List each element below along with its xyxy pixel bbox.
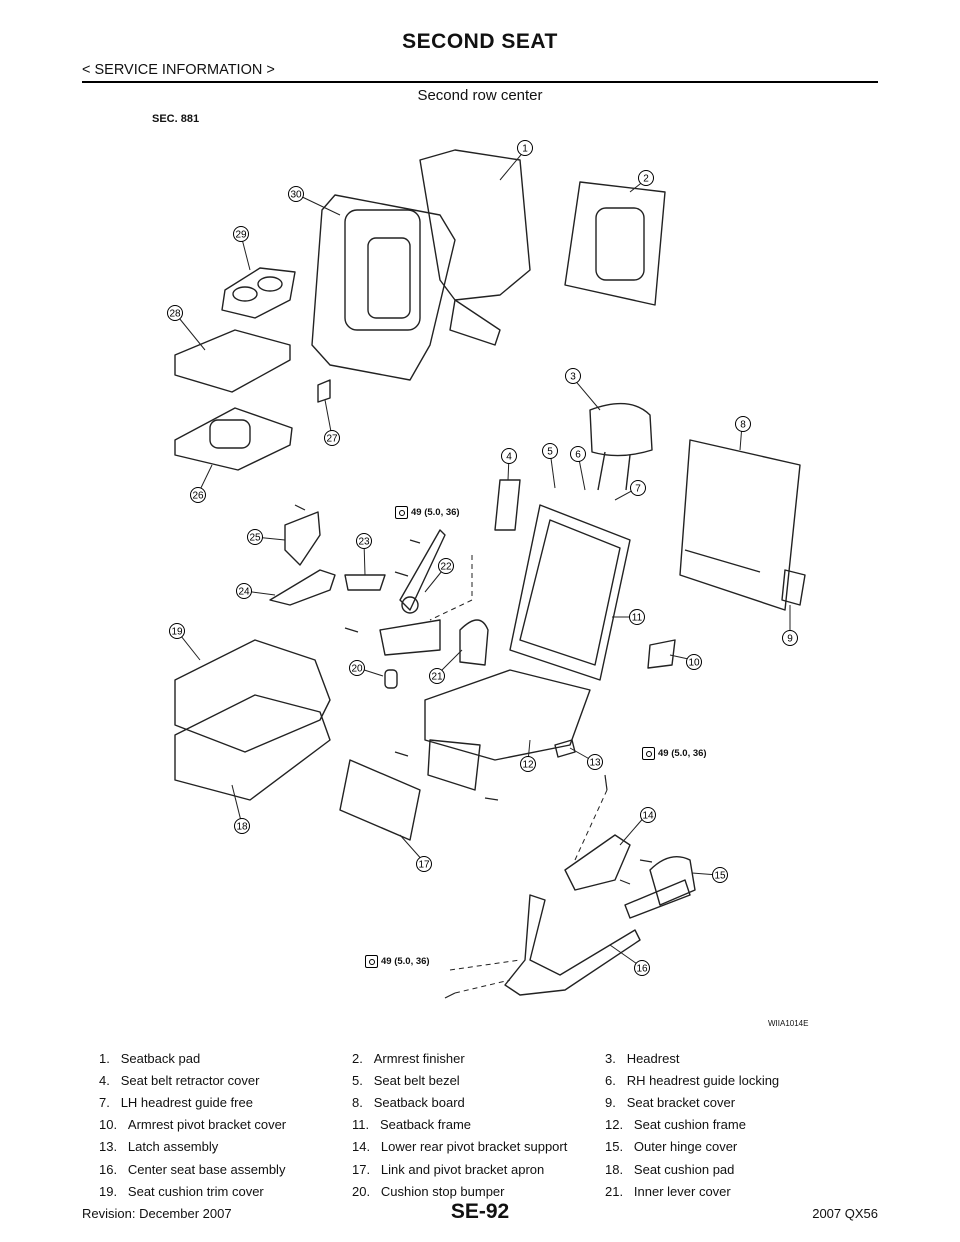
seat-cushion-frame-shape bbox=[424, 669, 591, 761]
legend-item: 18. Seat cushion pad bbox=[605, 1161, 735, 1177]
cup-holder-shape bbox=[221, 267, 296, 319]
headrest-shape bbox=[589, 402, 653, 457]
section-code: SEC. 881 bbox=[152, 113, 200, 125]
footer-revision: Revision: December 2007 bbox=[82, 1206, 232, 1221]
svg-text:25: 25 bbox=[249, 533, 261, 544]
exploded-view-diagram: 1 2 3 4 5 6 7 8 9 10 11 12 13 14 15 16 1… bbox=[167, 140, 806, 999]
svg-text:17: 17 bbox=[418, 860, 430, 871]
svg-text:3: 3 bbox=[570, 372, 576, 383]
section-title: Second row center bbox=[417, 87, 543, 104]
legend-item: 9. Seat bracket cover bbox=[605, 1094, 736, 1110]
legend-item: 11. Seatback frame bbox=[352, 1117, 471, 1133]
svg-text:1: 1 bbox=[522, 144, 528, 155]
svg-text:5: 5 bbox=[547, 447, 553, 458]
legend-item: 5. Seat belt bezel bbox=[352, 1072, 460, 1088]
svg-text:16: 16 bbox=[636, 964, 648, 975]
legend-item: 15. Outer hinge cover bbox=[605, 1139, 738, 1155]
figure-code: WIIA1014E bbox=[768, 1019, 809, 1028]
svg-text:7: 7 bbox=[635, 484, 641, 495]
svg-text:15: 15 bbox=[714, 871, 726, 882]
legend-item: 21. Inner lever cover bbox=[605, 1183, 731, 1199]
legend-row: 10. Armrest pivot bracket cover 11. Seat… bbox=[99, 1114, 859, 1136]
svg-text:23: 23 bbox=[358, 537, 370, 548]
legend-item: 7. LH headrest guide free bbox=[99, 1094, 253, 1110]
legend-row: 4. Seat belt retractor cover 5. Seat bel… bbox=[99, 1069, 859, 1091]
legend-item: 20. Cushion stop bumper bbox=[352, 1183, 505, 1199]
legend-item: 1. Seatback pad bbox=[99, 1050, 201, 1066]
header-divider bbox=[82, 81, 878, 83]
legend-item: 8. Seatback board bbox=[352, 1094, 465, 1110]
legend-row: 7. LH headrest guide free 8. Seatback bo… bbox=[99, 1091, 859, 1113]
svg-text:21: 21 bbox=[431, 672, 443, 683]
callout-markers: 1 2 3 4 5 6 7 8 9 10 11 12 13 14 15 16 1… bbox=[167, 140, 798, 976]
torque-spec-3: 49 (5.0, 36) bbox=[365, 955, 430, 968]
svg-text:13: 13 bbox=[589, 758, 601, 769]
legend-row: 13. Latch assembly 14. Lower rear pivot … bbox=[99, 1136, 859, 1158]
legend-item: 4. Seat belt retractor cover bbox=[99, 1072, 260, 1088]
svg-text:22: 22 bbox=[440, 562, 452, 573]
legend-item: 12. Seat cushion frame bbox=[605, 1117, 746, 1133]
svg-text:18: 18 bbox=[236, 822, 248, 833]
svg-text:28: 28 bbox=[169, 309, 181, 320]
legend-item: 14. Lower rear pivot bracket support bbox=[352, 1139, 568, 1155]
svg-text:8: 8 bbox=[740, 420, 746, 431]
legend-item: 16. Center seat base assembly bbox=[99, 1161, 286, 1177]
svg-text:2: 2 bbox=[643, 174, 649, 185]
legend-row: 16. Center seat base assembly 17. Link a… bbox=[99, 1158, 859, 1180]
parts-legend: 1. Seatback pad 2. Armrest finisher 3. H… bbox=[99, 1047, 859, 1202]
svg-text:4: 4 bbox=[506, 452, 512, 463]
svg-text:10: 10 bbox=[688, 658, 700, 669]
breadcrumb: < SERVICE INFORMATION > bbox=[82, 62, 275, 78]
page-number: SE-92 bbox=[450, 1200, 510, 1223]
torque-spec-1: 49 (5.0, 36) bbox=[395, 506, 460, 519]
svg-text:6: 6 bbox=[575, 450, 581, 461]
seat-cushion-pad-shape bbox=[174, 694, 331, 801]
svg-text:29: 29 bbox=[235, 230, 247, 241]
svg-text:9: 9 bbox=[787, 634, 793, 645]
seatback-board-shape bbox=[679, 439, 801, 611]
pad-28-shape bbox=[174, 329, 291, 393]
svg-text:26: 26 bbox=[192, 491, 204, 502]
legend-row: 1. Seatback pad 2. Armrest finisher 3. H… bbox=[99, 1047, 859, 1069]
legend-row: 19. Seat cushion trim cover 20. Cushion … bbox=[99, 1180, 859, 1202]
center-seat-base-shape bbox=[504, 894, 641, 996]
armrest-finisher-shape bbox=[564, 181, 666, 306]
svg-text:20: 20 bbox=[351, 664, 363, 675]
svg-text:11: 11 bbox=[632, 613, 643, 624]
legend-item: 19. Seat cushion trim cover bbox=[99, 1183, 264, 1199]
seatback-frame-shape bbox=[509, 504, 631, 681]
footer-model: 2007 QX56 bbox=[812, 1206, 878, 1221]
wrench-icon bbox=[395, 506, 408, 519]
legend-item: 17. Link and pivot bracket apron bbox=[352, 1161, 545, 1177]
legend-item: 10. Armrest pivot bracket cover bbox=[99, 1117, 287, 1133]
wrench-icon bbox=[642, 747, 655, 760]
legend-item: 6. RH headrest guide locking bbox=[605, 1072, 780, 1088]
svg-text:14: 14 bbox=[642, 811, 654, 822]
svg-text:27: 27 bbox=[326, 434, 338, 445]
legend-item: 13. Latch assembly bbox=[99, 1139, 219, 1155]
tray-26-shape bbox=[174, 407, 293, 471]
svg-text:12: 12 bbox=[522, 760, 534, 771]
wrench-icon bbox=[365, 955, 378, 968]
torque-spec-2: 49 (5.0, 36) bbox=[642, 747, 707, 760]
svg-text:30: 30 bbox=[290, 190, 302, 201]
seatback-pad-shape bbox=[311, 194, 456, 381]
legend-item: 3. Headrest bbox=[605, 1050, 680, 1066]
armrest-shape bbox=[419, 149, 531, 301]
legend-item: 2. Armrest finisher bbox=[352, 1050, 465, 1066]
page-title: SECOND SEAT bbox=[402, 30, 558, 53]
svg-text:19: 19 bbox=[171, 627, 183, 638]
svg-text:24: 24 bbox=[238, 587, 250, 598]
